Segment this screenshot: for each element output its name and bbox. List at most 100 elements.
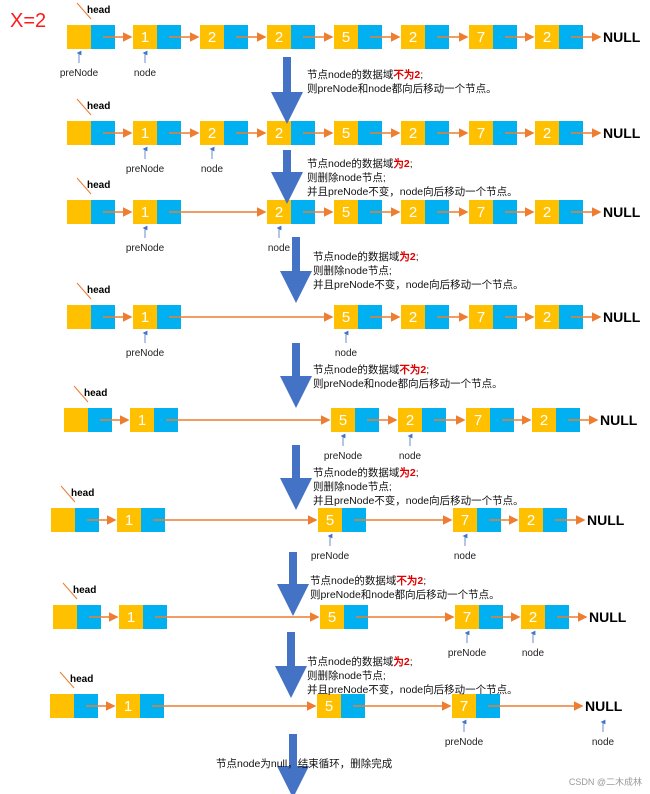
node-value: 5 <box>342 29 350 46</box>
note-highlight: 不为2 <box>399 364 427 376</box>
node-value: 2 <box>409 309 417 326</box>
preNode-label: preNode <box>324 451 363 462</box>
node-data-cell <box>119 605 143 629</box>
step-note-line: 则删除node节点; <box>313 264 524 278</box>
head-pointer-line <box>62 582 78 600</box>
note-highlight: 为2 <box>399 467 416 479</box>
node-value: 7 <box>477 309 485 326</box>
note-text: 则删除node节点; <box>313 265 392 277</box>
note-text: 并且preNode不变，node向后移动一个节点。 <box>307 684 518 696</box>
node-value: 2 <box>406 412 414 429</box>
node-value: 2 <box>208 125 216 142</box>
node-value: 2 <box>543 29 551 46</box>
head-pointer-line <box>76 282 92 300</box>
node-value: 7 <box>463 609 471 626</box>
head-pointer-line <box>59 671 75 689</box>
step-note-line: 则preNode和node都向后移动一个节点。 <box>307 82 497 96</box>
note-text: ; <box>415 467 419 479</box>
step-note-line: 并且preNode不变，node向后移动一个节点。 <box>307 683 518 697</box>
node-data-cell <box>133 25 157 49</box>
node-data-cell <box>50 694 74 718</box>
step-note-line: 节点node的数据域为2; <box>307 157 518 171</box>
note-text: 并且preNode不变，node向后移动一个节点。 <box>313 279 524 291</box>
note-text: ; <box>415 251 419 263</box>
node-value: 1 <box>141 204 149 221</box>
node-data-cell <box>200 25 224 49</box>
node-data-cell <box>67 25 91 49</box>
node-value: 2 <box>275 29 283 46</box>
node-data-cell <box>67 121 91 145</box>
node-value: 2 <box>527 512 535 529</box>
node-data-cell <box>452 694 476 718</box>
node-label: node <box>268 243 291 254</box>
node-value: 2 <box>543 204 551 221</box>
node-value: 7 <box>460 698 468 715</box>
node-value: 2 <box>540 412 548 429</box>
step-note-line: 并且preNode不变，node向后移动一个节点。 <box>313 494 524 508</box>
node-value: 7 <box>477 204 485 221</box>
node-value: 5 <box>326 512 334 529</box>
node-data-cell <box>469 121 493 145</box>
node-data-cell <box>320 605 344 629</box>
diagram-title: X=2 <box>10 10 47 32</box>
node-value: 1 <box>141 125 149 142</box>
null-label: NULL <box>589 609 627 625</box>
note-text: 节点node的数据域 <box>313 364 400 376</box>
node-value: 2 <box>275 125 283 142</box>
node-data-cell <box>53 605 77 629</box>
note-text: 节点node的数据域 <box>313 467 400 479</box>
step-note-line: 节点node的数据域为2; <box>313 250 524 264</box>
null-label: NULL <box>603 309 641 325</box>
node-data-cell <box>535 305 559 329</box>
node-value: 5 <box>342 204 350 221</box>
node-data-cell <box>64 408 88 432</box>
note-text: 则删除node节点; <box>313 481 392 493</box>
step-note-line: 节点node的数据域为2; <box>313 466 524 480</box>
node-label: node <box>335 348 358 359</box>
note-highlight: 不为2 <box>393 69 421 81</box>
step-note: 节点node的数据域不为2;则preNode和node都向后移动一个节点。 <box>307 68 497 96</box>
node-data-cell <box>401 121 425 145</box>
node-value: 1 <box>124 698 132 715</box>
null-label: NULL <box>600 412 638 428</box>
note-text: 则preNode和node都向后移动一个节点。 <box>307 83 497 95</box>
null-label: NULL <box>603 29 641 45</box>
node-value: 5 <box>339 412 347 429</box>
step-note-line: 则删除node节点; <box>307 171 518 185</box>
node-data-cell <box>130 408 154 432</box>
node-value: 2 <box>208 29 216 46</box>
node-value: 2 <box>275 204 283 221</box>
node-label: node <box>592 737 615 748</box>
node-label: node <box>522 648 545 659</box>
step-note: 节点node的数据域不为2;则preNode和node都向后移动一个节点。 <box>313 363 503 391</box>
step-note: 节点node的数据域为2;则删除node节点;并且preNode不变，node向… <box>307 157 518 199</box>
step-note-line: 则删除node节点; <box>313 480 524 494</box>
node-data-cell <box>334 25 358 49</box>
head-pointer-line <box>76 177 92 195</box>
head-label: head <box>84 388 107 399</box>
node-value: 5 <box>342 309 350 326</box>
step-note-line: 节点node的数据域为2; <box>307 655 518 669</box>
node-value: 7 <box>477 125 485 142</box>
node-data-cell <box>133 200 157 224</box>
note-text: ; <box>426 364 430 376</box>
node-data-cell <box>532 408 556 432</box>
preNode-label: preNode <box>126 164 165 175</box>
node-data-cell <box>535 121 559 145</box>
null-label: NULL <box>603 204 641 220</box>
step-note: 节点node的数据域为2;则删除node节点;并且preNode不变，node向… <box>313 466 524 508</box>
head-pointer-line <box>76 2 92 20</box>
node-data-cell <box>469 25 493 49</box>
note-text: 则删除node节点; <box>307 172 386 184</box>
preNode-label: preNode <box>445 737 484 748</box>
head-label: head <box>87 180 110 191</box>
node-value: 1 <box>125 512 133 529</box>
node-data-cell <box>133 121 157 145</box>
node-value: 7 <box>461 512 469 529</box>
node-data-cell <box>521 605 545 629</box>
head-label: head <box>87 101 110 112</box>
node-label: node <box>134 68 157 79</box>
node-value: 2 <box>409 125 417 142</box>
head-label: head <box>73 585 96 596</box>
step-note-line: 节点node为null，结束循环，删除完成 <box>216 757 392 771</box>
